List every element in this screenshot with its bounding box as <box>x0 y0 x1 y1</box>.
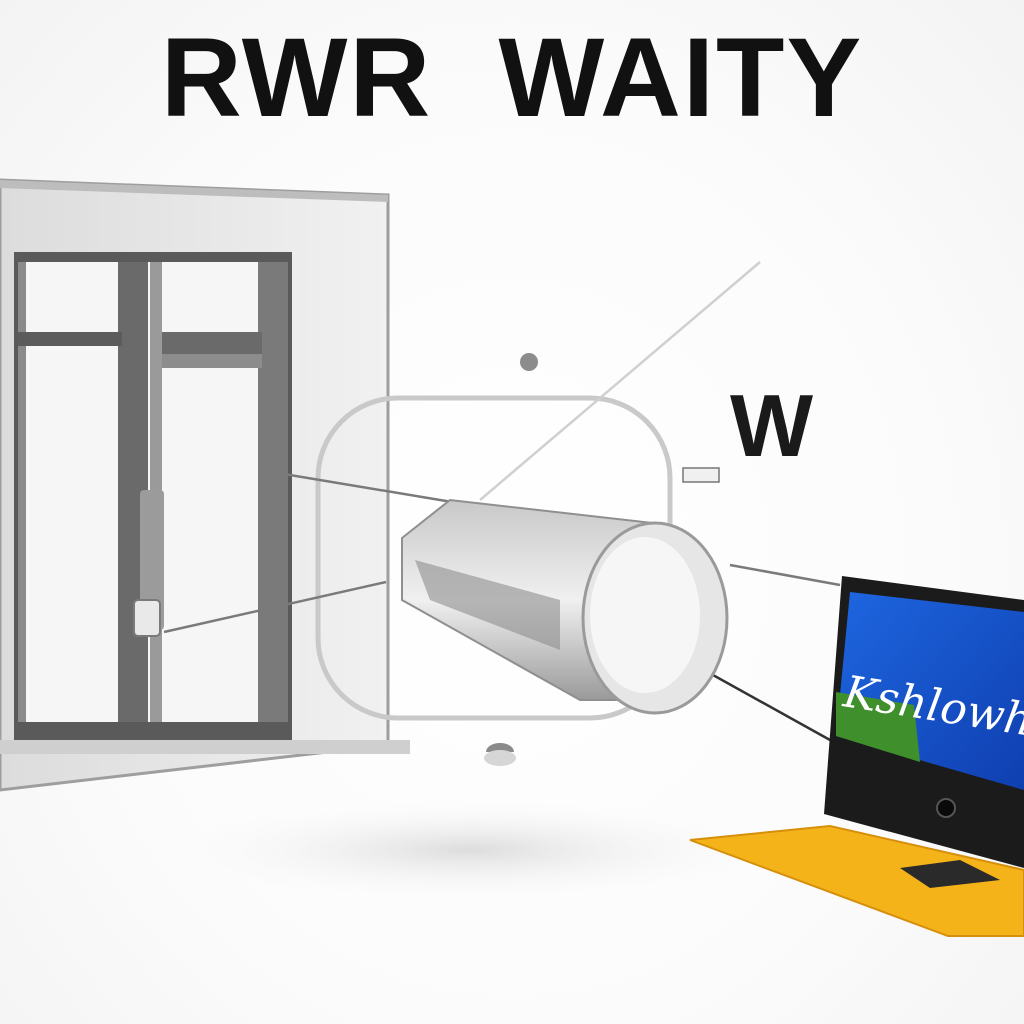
floor-shadow <box>140 795 800 905</box>
sensor-icon <box>682 467 720 483</box>
side-letter: W <box>730 376 814 475</box>
desk-icon <box>689 824 1024 937</box>
sensor-icon <box>486 743 514 752</box>
monitor-icon: Kshlowhy <box>824 576 1024 888</box>
cylinder-icon <box>401 498 729 715</box>
headline-text: RWR WAITY <box>160 15 864 140</box>
sensor-icon <box>520 353 538 371</box>
window-icon <box>0 178 410 792</box>
